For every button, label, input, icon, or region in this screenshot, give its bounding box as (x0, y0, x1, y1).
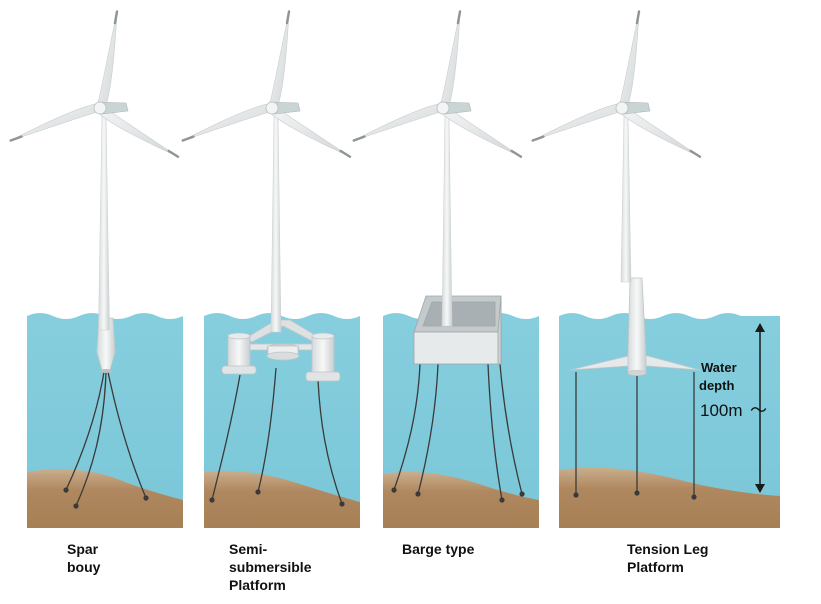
turbine-blade (439, 11, 461, 110)
anchor-points (209, 489, 345, 507)
blade-tip (285, 10, 291, 25)
turbine-blade (618, 105, 701, 158)
seabed (383, 471, 539, 528)
turbine-tower (98, 115, 110, 331)
panel-spar-buoy (27, 313, 183, 528)
caption-spar-buoy: Spar bouy (67, 541, 101, 575)
turbine-tower (270, 115, 282, 333)
caption-semi-submersible: Semi- submersible Platform (229, 541, 312, 593)
water-depth-tilde: ～ (750, 401, 767, 420)
blade-tip (352, 135, 366, 142)
water-depth-value: 100m (700, 401, 743, 420)
turbine-blade (96, 105, 179, 158)
spar-hull-shadow (100, 369, 112, 373)
anchor-points (573, 490, 697, 500)
water-depth-label-line1: Water (701, 360, 737, 375)
mooring-lines (211, 367, 343, 505)
mooring-lines (65, 371, 147, 507)
seabed (27, 469, 183, 528)
blade-tip (339, 149, 352, 158)
turbine-tower (620, 115, 632, 283)
caption-barge-type: Barge type (402, 541, 475, 557)
turbine-blade (96, 11, 118, 110)
blade-tip (635, 10, 641, 25)
panel-barge (383, 295, 539, 528)
tlp-platform (569, 277, 701, 376)
tension-legs (575, 372, 695, 496)
turbine-hub (615, 101, 629, 115)
water-depth-label-line2: depth (699, 378, 734, 393)
turbine-tlp (531, 10, 702, 283)
turbine-blade (439, 105, 522, 158)
seabed (204, 470, 360, 528)
seabed (559, 467, 780, 528)
turbine-blade (10, 102, 102, 141)
turbine-blade (532, 102, 624, 141)
blade-tip (510, 149, 523, 158)
blade-tip (167, 149, 180, 158)
blade-tip (181, 135, 195, 142)
panel-semi-submersible (204, 313, 360, 528)
blade-tip (9, 135, 23, 142)
water-depth-arrow (755, 323, 765, 493)
turbine-blade (182, 102, 274, 141)
turbine-hub (265, 101, 279, 115)
barge-hull (413, 295, 502, 365)
turbine-spar (9, 10, 180, 331)
anchor-points (391, 487, 525, 503)
turbine-blade (268, 11, 290, 110)
turbine-blade (268, 105, 351, 158)
blade-tip (531, 135, 545, 142)
turbine-blade (618, 11, 640, 110)
blade-tip (689, 149, 702, 158)
turbine-tower (441, 115, 453, 327)
turbine-barge (352, 10, 523, 327)
blade-tip (113, 10, 119, 25)
semi-submersible-platform (221, 319, 341, 382)
turbine-hub (436, 101, 450, 115)
mooring-lines (393, 363, 523, 501)
anchor-points (63, 487, 149, 509)
caption-tension-leg: Tension Leg Platform (627, 541, 709, 575)
turbine-blade (353, 102, 445, 141)
blade-tip (456, 10, 462, 25)
turbines (9, 10, 702, 333)
turbine-hub (93, 101, 107, 115)
turbine-semi (181, 10, 352, 333)
panel-tension-leg (559, 277, 780, 528)
